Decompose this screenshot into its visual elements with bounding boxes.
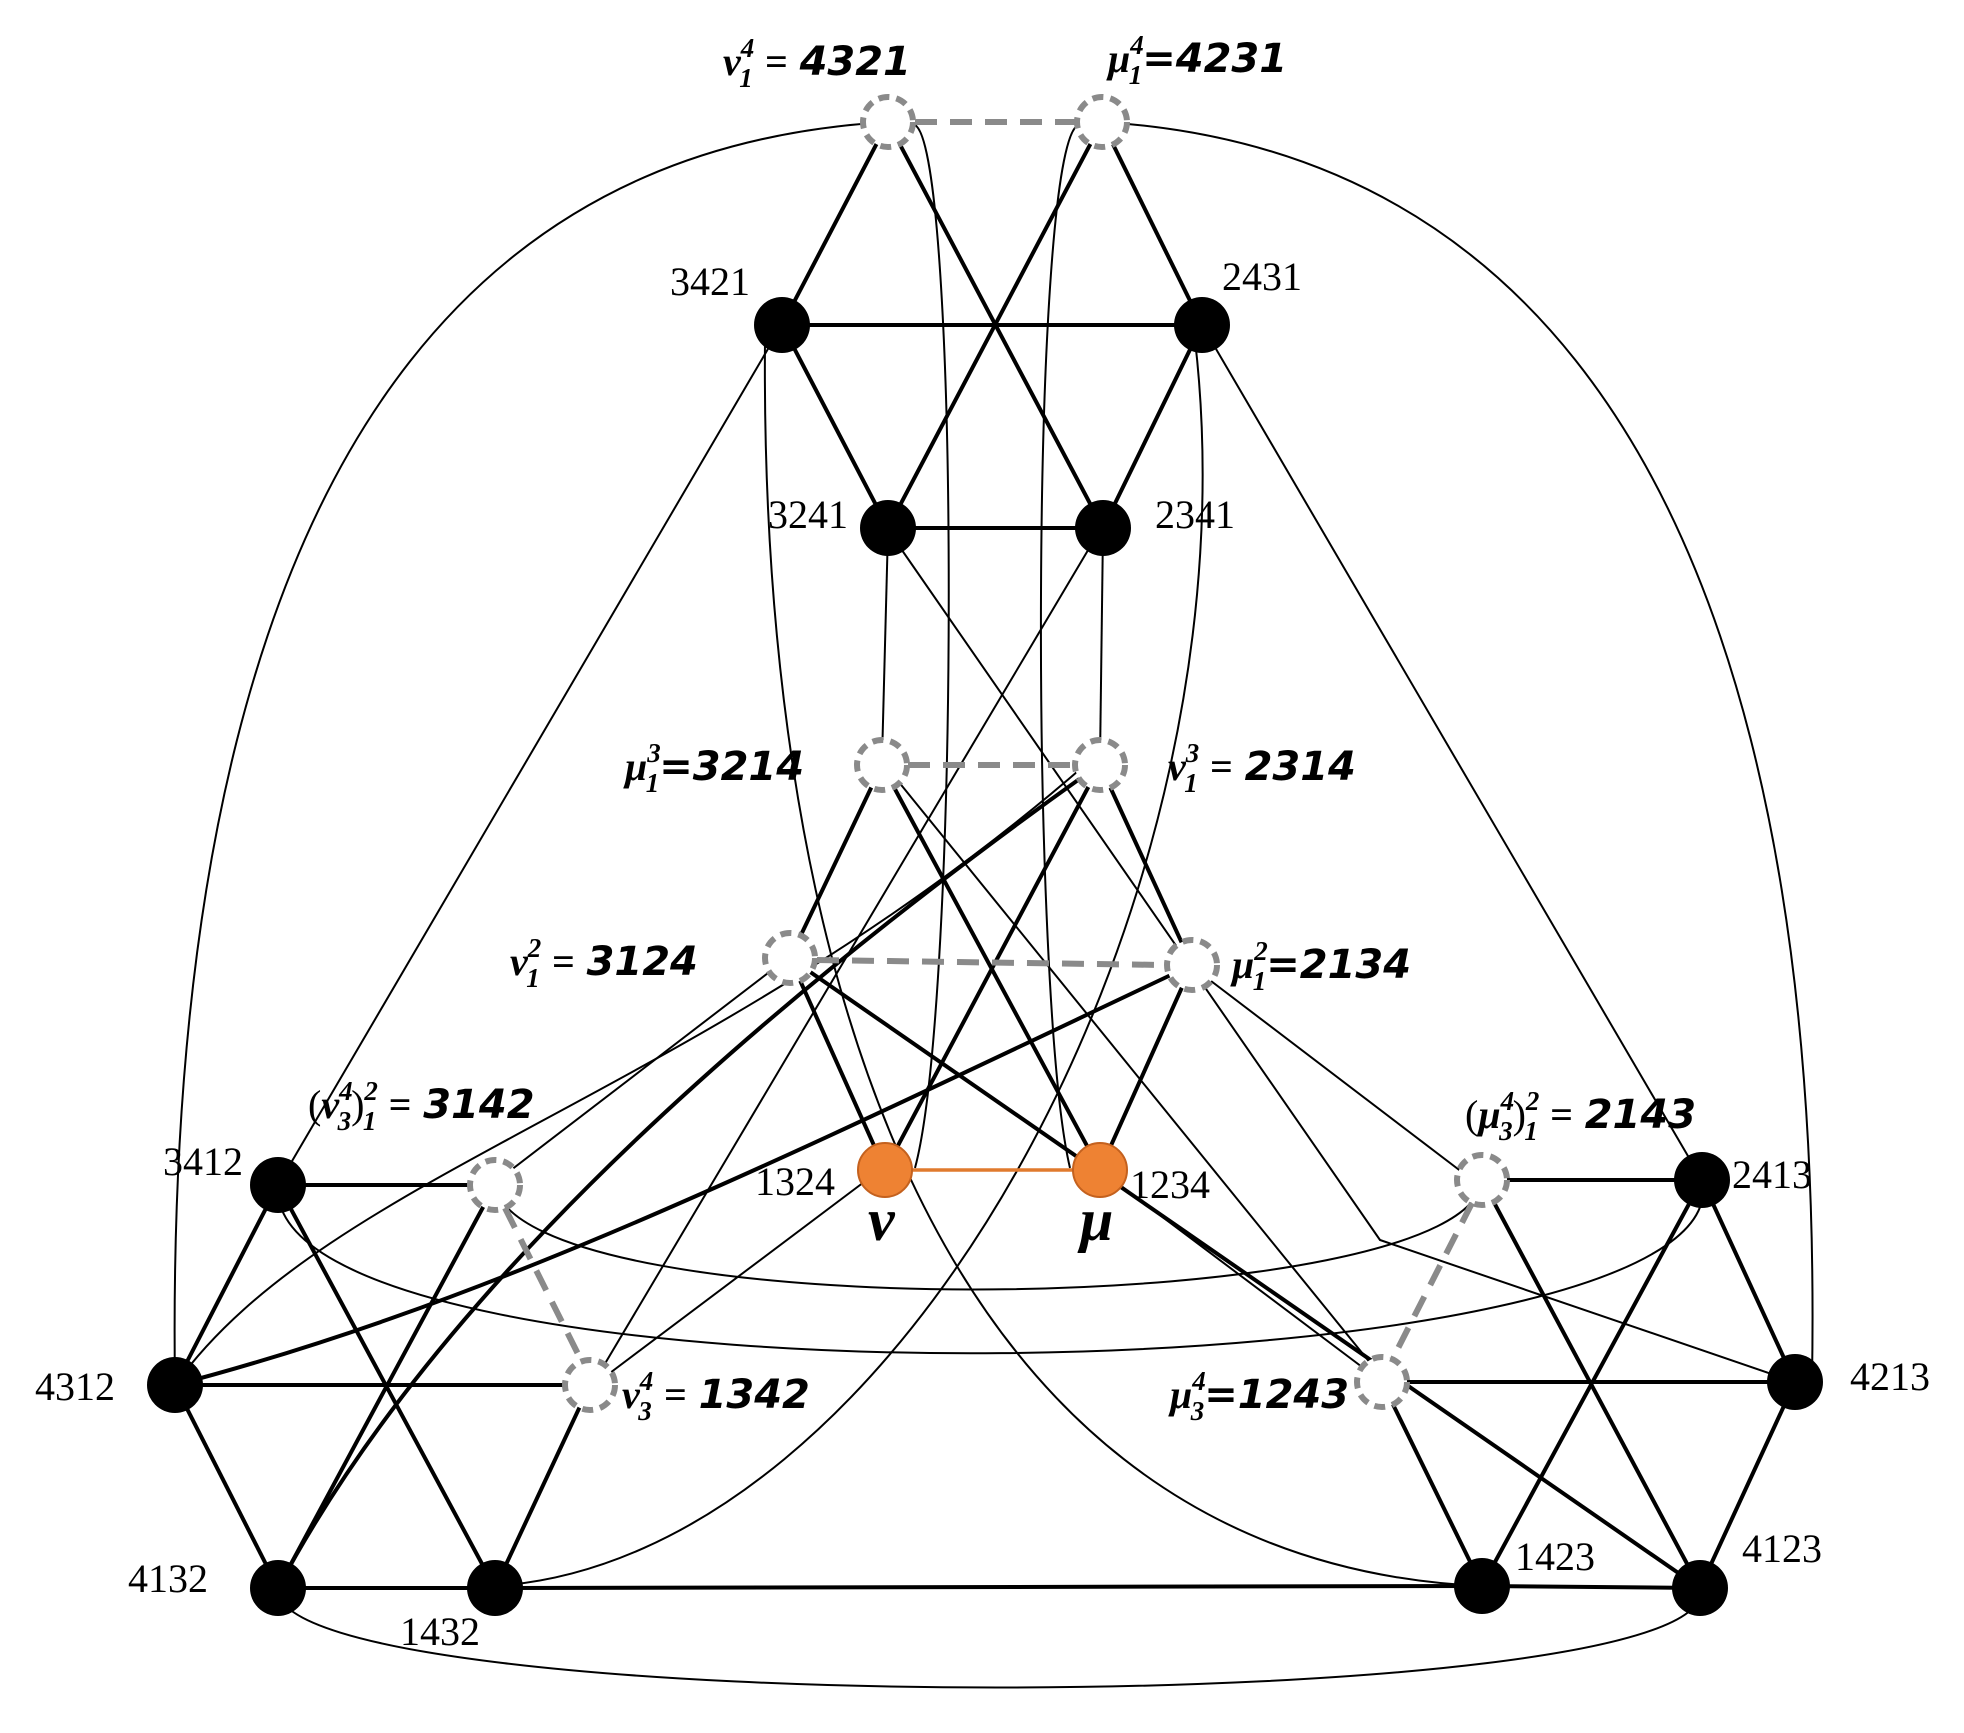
label-mu-big: μ <box>1077 1187 1113 1253</box>
node-3412 <box>250 1157 306 1213</box>
edge-3421-3412 <box>277 324 783 1186</box>
edge-2431-2413 <box>1201 324 1703 1181</box>
node-1423 <box>1454 1558 1510 1614</box>
thick-edges <box>173 121 1797 1590</box>
edge-3124-3142 <box>497 959 786 1181</box>
outer-curved-edges <box>173 121 1814 1689</box>
label-2341: 2341 <box>1155 492 1235 537</box>
node-2134 <box>1164 937 1220 993</box>
label-1234: 1234 <box>1130 1162 1210 1207</box>
node-1342 <box>562 1357 618 1413</box>
node-3421 <box>754 297 810 353</box>
edge-2314-4132 <box>276 773 1087 1589</box>
node-4231 <box>1074 94 1130 150</box>
node-4312 <box>147 1357 203 1413</box>
node-4123 <box>1672 1560 1728 1616</box>
edge-2134-2143 <box>1189 964 1476 1183</box>
edge-1432-1423 <box>494 1584 1483 1590</box>
edge-2431-1432-curve <box>494 339 1204 1587</box>
edge-4213-4123 <box>1698 1381 1797 1589</box>
label-4213: 4213 <box>1850 1354 1930 1399</box>
node-1432 <box>467 1560 523 1616</box>
edge-2413-4213 <box>1700 1179 1797 1383</box>
edge-2314-1324 <box>883 764 1102 1171</box>
node-3241 <box>860 500 916 556</box>
node-1324 <box>857 1142 913 1198</box>
edge-3214-1243 <box>884 764 1381 1376</box>
node-1234 <box>1072 1142 1128 1198</box>
label-1324: 1324 <box>755 1159 835 1204</box>
edge-4231-2431 <box>1100 121 1204 326</box>
node-2431 <box>1174 297 1230 353</box>
node-2314 <box>1072 737 1128 793</box>
label-4132: 4132 <box>128 1556 208 1601</box>
node-2413 <box>1674 1152 1730 1208</box>
label-1432: 1432 <box>400 1609 480 1654</box>
edge-3241-3214 <box>881 529 889 761</box>
edge-1324-1342 <box>597 1169 881 1383</box>
edge-4321-4312 <box>173 121 889 1386</box>
label-3241: 3241 <box>768 492 848 537</box>
edge-3412-2413-curve <box>276 1179 1704 1355</box>
edge-3412-4312 <box>173 1184 280 1386</box>
edge-3124-1324 <box>788 957 887 1171</box>
edge-3124-4123 <box>788 956 1702 1590</box>
plain-labels: 3421 2431 3241 2341 3412 2413 1324 1234 … <box>35 254 1930 1654</box>
edge-2341-2314 <box>1099 529 1104 761</box>
label-3421: 3421 <box>670 259 750 304</box>
edge-4321-3421 <box>780 121 890 326</box>
node-4213 <box>1767 1354 1823 1410</box>
edge-3421-3241 <box>780 324 890 529</box>
label-nu-big: ν <box>868 1187 896 1253</box>
label-2413: 2413 <box>1732 1152 1812 1197</box>
label-4312: 4312 <box>35 1364 115 1409</box>
node-2341 <box>1075 500 1131 556</box>
edge-4231-4213 <box>1101 121 1814 1381</box>
edge-1342-1432 <box>493 1384 592 1589</box>
label-2431: 2431 <box>1222 254 1302 299</box>
nodes <box>147 94 1823 1616</box>
node-3142 <box>467 1157 523 1213</box>
edge-1423-4123 <box>1481 1584 1701 1590</box>
edge-2143-1243-dashed <box>1389 1201 1475 1362</box>
label-4123: 4123 <box>1742 1526 1822 1571</box>
edge-3142-1342-dashed <box>502 1206 585 1364</box>
edge-2314-2134 <box>1098 764 1194 966</box>
edge-2314-4312-curve <box>174 764 1086 1386</box>
edge-4132-4123 <box>277 1589 1702 1689</box>
node-2143 <box>1454 1152 1510 1208</box>
node-4132 <box>250 1560 306 1616</box>
edge-3214-3124 <box>788 764 884 959</box>
edge-2431-2341 <box>1101 324 1204 529</box>
node-4321 <box>860 94 916 150</box>
edge-2134-1234 <box>1098 964 1194 1171</box>
edge-1243-1423 <box>1380 1381 1484 1587</box>
label-3412: 3412 <box>163 1139 243 1184</box>
dashed-edges <box>502 119 1475 1364</box>
node-3124 <box>762 930 818 986</box>
label-1423: 1423 <box>1515 1534 1595 1579</box>
edge-3142-2143-curve <box>494 1179 1483 1291</box>
edge-4312-4132 <box>173 1384 280 1589</box>
node-3214 <box>854 737 910 793</box>
node-1243 <box>1354 1354 1410 1410</box>
edge-2134-4312 <box>174 963 1193 1387</box>
edge-3124-2134-dashed <box>816 957 1166 968</box>
edge-4321-1324-curve <box>914 124 950 1169</box>
edge-4231-1234-curve <box>1039 124 1079 1169</box>
